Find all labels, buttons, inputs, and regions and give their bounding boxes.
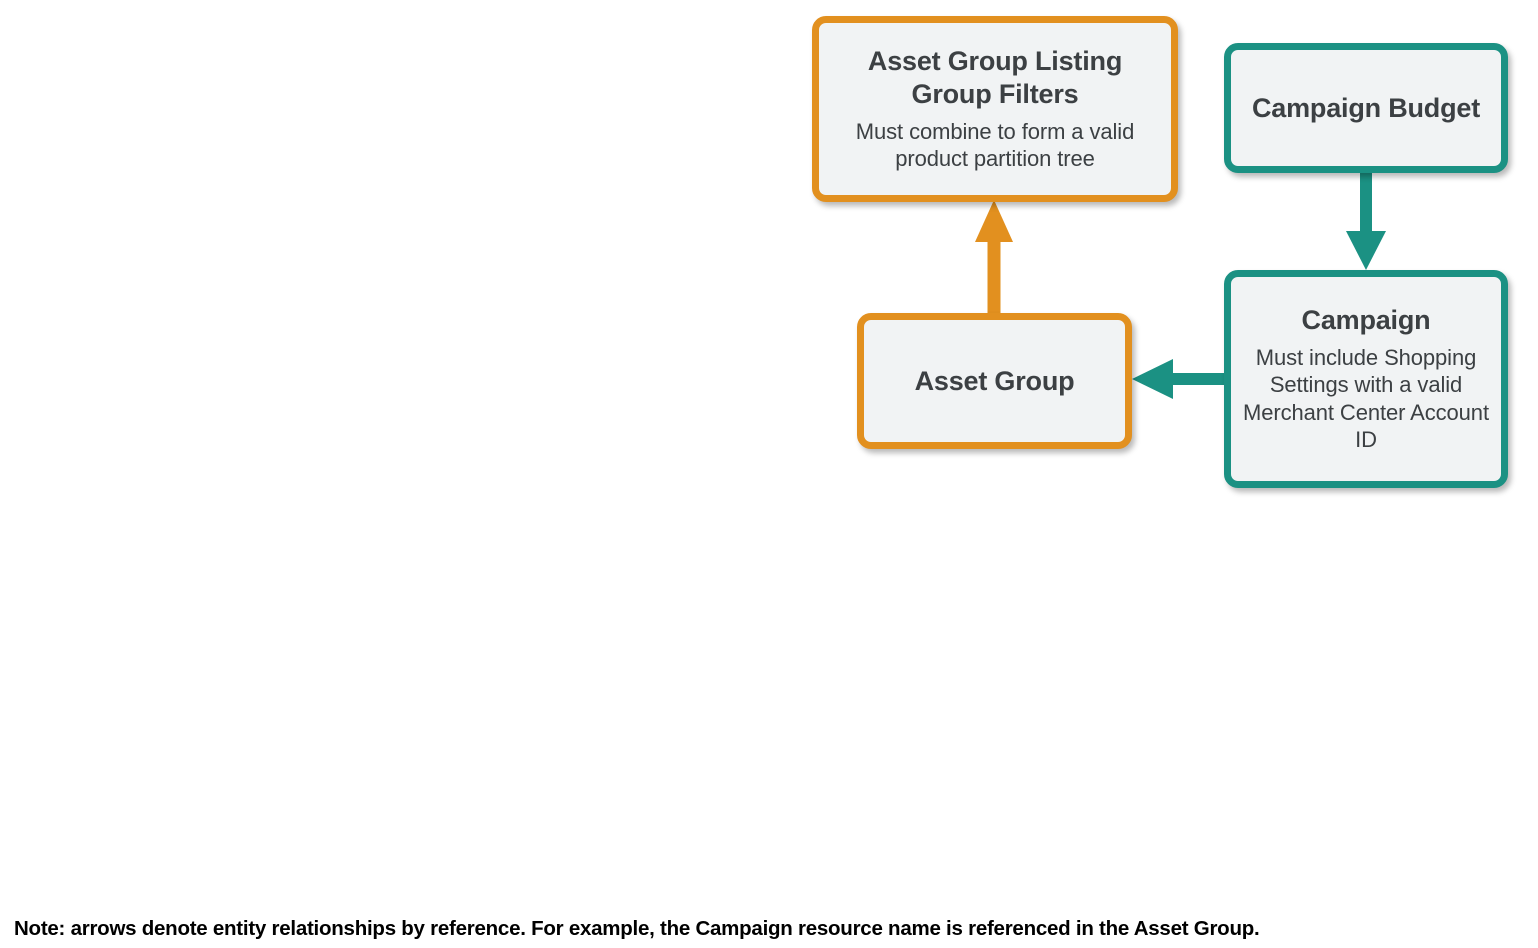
node-description: Must combine to form a valid product par… [855, 118, 1135, 172]
footer-note: Note: arrows denote entity relationships… [14, 917, 1260, 940]
edge-campaign-budget-to-campaign [1346, 173, 1386, 270]
edge-asset-group-to-listing-group-filters [975, 200, 1013, 313]
node-campaign-budget[interactable]: Campaign Budget [1224, 43, 1508, 173]
edge-campaign-to-asset-group [1132, 359, 1224, 399]
node-asset-group-listing-group-filters[interactable]: Asset Group Listing Group Filters Must c… [812, 16, 1178, 202]
node-title: Asset Group Listing Group Filters [867, 46, 1123, 109]
node-title: Campaign Budget [1251, 92, 1480, 123]
node-campaign[interactable]: Campaign Must include Shopping Settings … [1224, 270, 1508, 488]
node-asset-group[interactable]: Asset Group [857, 313, 1132, 449]
node-title: Campaign [1301, 305, 1431, 336]
node-description: Must include Shopping Settings with a va… [1243, 344, 1489, 453]
node-title: Asset Group [914, 365, 1075, 396]
